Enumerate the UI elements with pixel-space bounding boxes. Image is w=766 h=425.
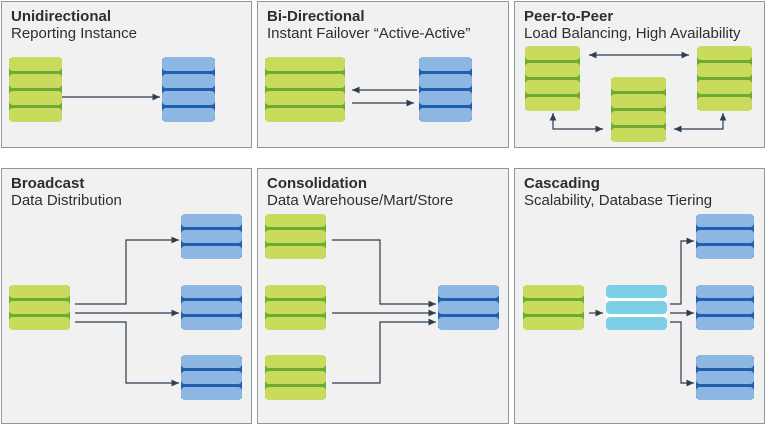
- target-database-icon: [181, 355, 242, 400]
- panel-subtitle: Reporting Instance: [11, 25, 137, 42]
- panel-subtitle: Data Warehouse/Mart/Store: [267, 192, 454, 209]
- source-database-icon: [265, 214, 326, 259]
- panel-title: Cascading: [524, 175, 600, 192]
- target-database-icon: [696, 214, 754, 259]
- target-database-icon: [696, 285, 754, 330]
- flow-arrow: [332, 239, 436, 308]
- flow-arrow: [549, 113, 603, 133]
- panel-subtitle: Instant Failover “Active-Active”: [267, 25, 471, 42]
- panel-title: Peer-to-Peer: [524, 8, 614, 25]
- panel-subtitle: Load Balancing, High Availability: [524, 25, 741, 42]
- panel-title: Bi-Directional: [267, 8, 365, 25]
- source-database-icon: [697, 46, 752, 111]
- target-database-icon: [419, 57, 472, 122]
- flow-arrow: [332, 318, 436, 384]
- source-database-icon: [9, 285, 70, 330]
- source-database-icon: [611, 77, 666, 142]
- target-database-icon: [181, 214, 242, 259]
- target-database-icon: [438, 285, 499, 330]
- target-database-icon: [162, 57, 215, 122]
- source-database-icon: [265, 57, 345, 122]
- source-database-icon: [265, 355, 326, 400]
- source-database-icon: [525, 46, 580, 111]
- flow-arrow: [670, 237, 694, 305]
- panel-subtitle: Data Distribution: [11, 192, 122, 209]
- intermediate-database-icon: [606, 285, 667, 330]
- panel-title: Consolidation: [267, 175, 367, 192]
- source-database-icon: [265, 285, 326, 330]
- target-database-icon: [696, 355, 754, 400]
- target-database-icon: [181, 285, 242, 330]
- source-database-icon: [9, 57, 62, 122]
- flow-arrow: [674, 113, 727, 133]
- flow-arrow: [75, 321, 179, 387]
- panel-subtitle: Scalability, Database Tiering: [524, 192, 713, 209]
- panel-title: Unidirectional: [11, 8, 112, 25]
- flow-arrow: [670, 321, 694, 387]
- source-database-icon: [523, 285, 584, 330]
- flow-arrow: [75, 236, 179, 305]
- panel-title: Broadcast: [11, 175, 85, 192]
